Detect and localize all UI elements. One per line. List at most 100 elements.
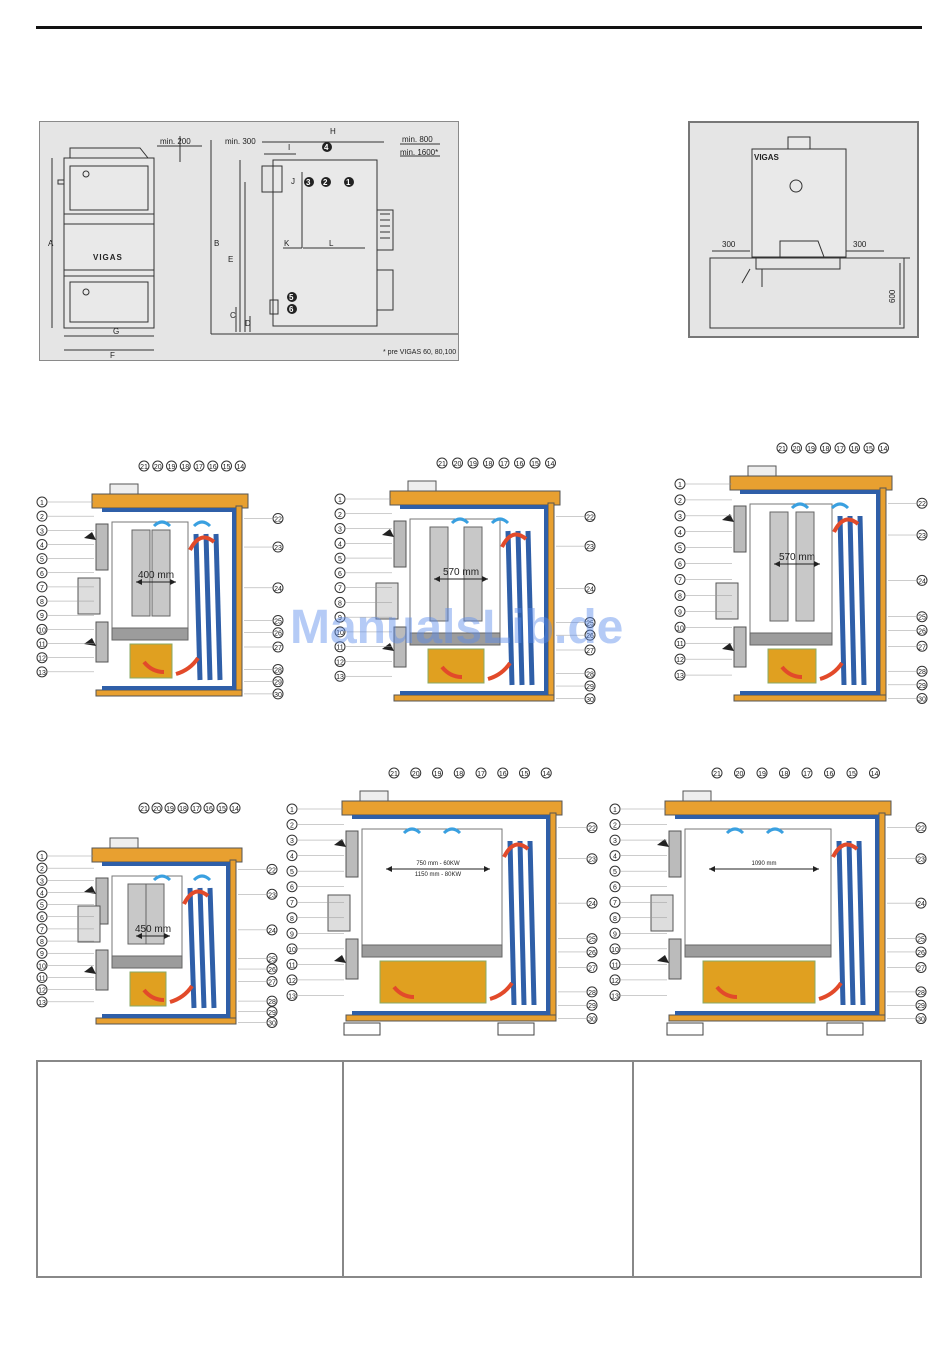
footnote: * pre VIGAS 60, 80,100 [383, 349, 456, 356]
callout-number: 1 [338, 497, 342, 504]
callout-number: 6 [678, 562, 682, 569]
callout-number: 23 [918, 533, 926, 540]
callout-number: 2 [40, 514, 44, 521]
callout-number: 15 [531, 461, 539, 468]
clearance-front: min. 800 [402, 135, 433, 144]
callout-number: 21 [140, 806, 148, 813]
callout-number: 4 [290, 854, 294, 861]
marker-3: 3 [306, 178, 311, 187]
callout-number: 5 [40, 903, 44, 910]
placement-brand-label: VIGAS [754, 153, 780, 162]
marker-6: 6 [289, 305, 294, 314]
callout-number: 16 [205, 806, 213, 813]
callout-number: 14 [871, 771, 879, 778]
callout-number: 4 [40, 890, 44, 897]
cutaway-width-label-2: 1150 mm - 80KW [415, 872, 462, 878]
dim-k: K [284, 239, 290, 248]
callout-number: 5 [338, 556, 342, 563]
callout-number: 2 [40, 866, 44, 873]
callout-number: 26 [918, 628, 926, 635]
cutaway-width-label: 570 mm [443, 567, 479, 578]
callout-number: 3 [40, 878, 44, 885]
callout-number: 17 [192, 806, 200, 813]
brand-label: VIGAS [93, 253, 123, 262]
callout-number: 30 [586, 697, 594, 704]
callout-number: 12 [288, 978, 296, 985]
callout-number: 27 [918, 644, 926, 651]
callout-number: 17 [803, 771, 811, 778]
callout-number: 19 [469, 461, 477, 468]
dim-j: J [291, 177, 295, 186]
callout-number: 15 [848, 771, 856, 778]
cutaway-width-label: 450 mm [135, 924, 171, 935]
callout-number: 20 [454, 461, 462, 468]
callout-number: 11 [288, 962, 295, 969]
placement-left-300: 300 [722, 240, 736, 249]
callout-number: 18 [485, 461, 493, 468]
callout-number: 6 [613, 885, 617, 892]
callout-number: 24 [918, 578, 926, 585]
callout-number: 28 [918, 669, 926, 676]
dim-i: I [288, 143, 290, 152]
callout-number: 29 [918, 683, 926, 690]
callout-number: 3 [40, 528, 44, 535]
callout-number: 1 [40, 854, 44, 861]
callout-number: 9 [290, 931, 294, 938]
clearance-front-large: min. 1600* [400, 148, 438, 157]
callout-number: 5 [678, 546, 682, 553]
callout-number: 1 [40, 500, 44, 507]
callout-number: 2 [678, 498, 682, 505]
callout-number: 28 [588, 990, 596, 997]
callout-number: 27 [274, 645, 282, 652]
callout-number: 28 [268, 999, 276, 1006]
callout-number: 13 [676, 673, 684, 680]
callout-number: 17 [477, 771, 485, 778]
callout-number: 10 [336, 630, 344, 637]
callout-number: 17 [195, 464, 203, 471]
dim-f: F [110, 351, 115, 360]
placement-right-300: 300 [853, 240, 867, 249]
callout-number: 3 [290, 838, 294, 845]
callout-number: 1 [613, 807, 617, 814]
dim-b: B [214, 239, 219, 248]
clearance-rear: min. 200 [160, 137, 191, 146]
callout-number: 22 [918, 501, 926, 508]
callout-number: 16 [499, 771, 507, 778]
callout-number: 13 [288, 993, 296, 1000]
callout-number: 8 [338, 600, 342, 607]
callout-number: 26 [588, 950, 596, 957]
cutaway-width-label: 1090 mm [751, 861, 776, 867]
callout-number: 14 [542, 771, 550, 778]
marker-4: 4 [324, 143, 329, 152]
callout-number: 25 [586, 620, 594, 627]
callout-number: 9 [40, 951, 44, 958]
callout-number: 11 [611, 962, 618, 969]
callout-number: 12 [38, 656, 46, 663]
callout-number: 14 [236, 464, 244, 471]
cutaway-width-label: 570 mm [779, 552, 815, 563]
dim-e: E [228, 255, 233, 264]
top-rule [36, 26, 922, 29]
callout-number: 1 [678, 482, 682, 489]
callout-number: 13 [611, 993, 619, 1000]
callout-number: 15 [223, 464, 231, 471]
callout-number: 20 [412, 771, 420, 778]
dim-a: A [48, 239, 54, 248]
callout-number: 28 [917, 990, 925, 997]
callout-number: 7 [40, 927, 44, 934]
callout-number: 25 [268, 956, 276, 963]
callout-number: 5 [613, 869, 617, 876]
callout-number: 7 [613, 900, 617, 907]
callout-number: 12 [336, 659, 344, 666]
callout-number: 3 [678, 514, 682, 521]
callout-number: 8 [40, 599, 44, 606]
callout-number: 14 [547, 461, 555, 468]
callout-number: 11 [336, 645, 343, 652]
dim-l: L [329, 239, 334, 248]
